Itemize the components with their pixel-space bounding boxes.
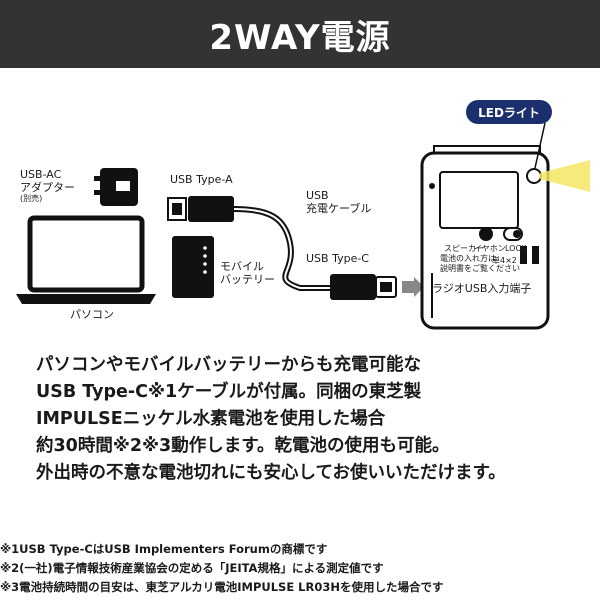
usb-type-c-label: USB Type-C xyxy=(306,252,369,265)
description-line: パソコンやモバイルバッテリーからも充電可能な xyxy=(36,355,421,375)
radio-device-icon xyxy=(420,145,590,330)
pc-label: パソコン xyxy=(70,308,114,321)
description: パソコンやモバイルバッテリーからも充電可能な USB Type-C※1ケーブルが… xyxy=(36,352,596,487)
usb-ac-adapter-icon xyxy=(94,168,138,206)
lock-label: LOCK xyxy=(505,244,527,253)
description-line: 外出時の不意な電池切れにも安心してお使いいただけます。 xyxy=(36,463,506,483)
mobile-battery-label: モバイル バッテリー xyxy=(220,260,275,286)
led-light-badge: LEDライト xyxy=(466,100,552,124)
footnote: ※2(一社)電子情報技術産業協会の定める「JEITA規格」による測定値です xyxy=(0,561,384,575)
mobile-battery-icon xyxy=(172,236,214,298)
radio-usb-port-label: ラジオUSB入力端子 xyxy=(432,282,532,295)
laptop-icon xyxy=(16,215,156,304)
device-note-label: 電池の入れ方は 説明書をご覧ください xyxy=(440,254,520,273)
description-line: IMPULSEニッケル水素電池を使用した場合 xyxy=(36,409,386,429)
footnote: ※3電池持続時間の目安は、東芝アルカリ電池IMPULSE LR03Hを使用した場… xyxy=(0,580,444,594)
usb-cable-icon xyxy=(167,196,424,300)
earphone-label: イヤホン xyxy=(474,244,506,253)
diagram-illustration xyxy=(16,122,590,330)
speaker-label: スピーカー xyxy=(444,244,484,253)
battery-count-label: 単4×2 xyxy=(492,256,517,265)
usb-cable-label: USB 充電ケーブル xyxy=(306,189,372,215)
usb-ac-adapter-label: USB-AC アダプター (別売) xyxy=(20,168,75,203)
connection-diagram: USB-AC アダプター (別売) パソコン USB Type-A USB 充電… xyxy=(0,68,600,338)
footnotes: ※1USB Type-CはUSB Implementers Forumの商標です… xyxy=(0,540,600,597)
usb-type-a-label: USB Type-A xyxy=(170,173,233,186)
description-line: 約30時間※2※3動作します。乾電池の使用も可能。 xyxy=(36,436,450,456)
description-line: USB Type-C※1ケーブルが付属。同梱の東芝製 xyxy=(36,382,422,402)
page-title: 2WAY電源 xyxy=(0,0,600,68)
footnote: ※1USB Type-CはUSB Implementers Forumの商標です xyxy=(0,542,328,556)
